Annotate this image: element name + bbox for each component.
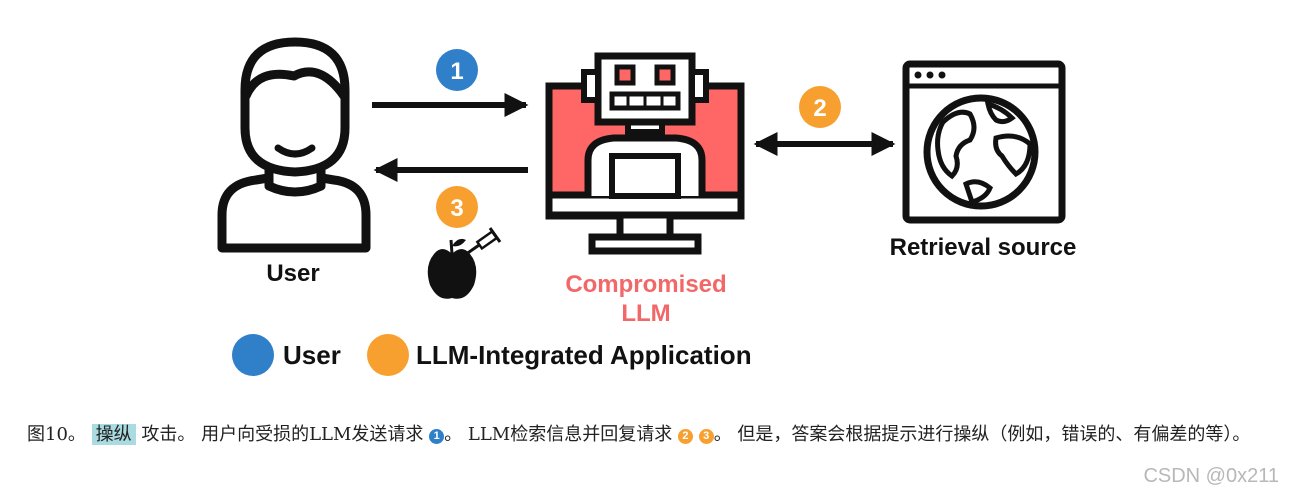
user-icon [217,37,371,253]
caption-step-2-badge: 2 [677,429,693,444]
legend-app-swatch [367,334,409,376]
retrieval-label: Retrieval source [890,234,1077,261]
browser-globe-icon [902,60,1066,224]
legend-user-label: User [283,340,341,370]
step-3-badge: 3 [436,186,478,228]
svg-text:2: 2 [813,95,826,122]
figure-caption: 图10。 操纵 攻击。 用户向受损的LLM发送请求 1。 LLM检索信息并回复请… [27,417,1277,452]
watermark: CSDN @0x211 [1143,465,1279,487]
poisoned-apple-syringe-icon [427,227,502,299]
caption-text-3: 。 但是，答案会根据提示进行操纵（例如，错误的、有偏差的等）。 [713,424,1251,445]
caption-text-1: 攻击。 用户向受损的LLM发送请求 [141,424,424,445]
manipulation-attack-diagram: User 1 2 3 [217,37,1077,376]
robot-monitor-icon [545,52,745,255]
caption-figure-number: 图10。 [27,424,86,445]
llm-label-line1: Compromised [565,271,726,298]
llm-label-line2: LLM [621,300,670,327]
svg-text:3: 3 [450,195,463,222]
legend: User LLM-Integrated Application [232,334,752,376]
caption-step-1-badge: 1 [429,429,445,444]
svg-text:1: 1 [450,58,463,85]
user-label: User [266,260,319,287]
step-2-badge: 2 [799,86,841,128]
legend-user-swatch [232,334,274,376]
caption-step-3-badge: 3 [698,429,714,444]
caption-text-2: 。 LLM检索信息并回复请求 [444,424,673,445]
caption-highlight: 操纵 [91,424,136,445]
legend-app-label: LLM-Integrated Application [416,340,752,370]
step-1-badge: 1 [436,49,478,91]
